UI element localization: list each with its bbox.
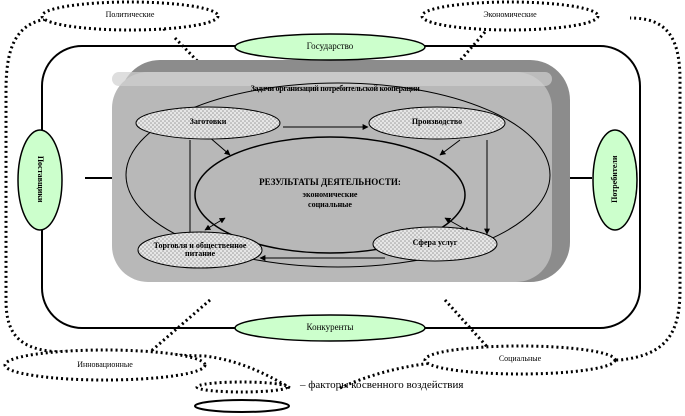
social-ellipse <box>423 344 617 376</box>
outer-dotted-loop <box>4 16 682 390</box>
procurement-label: Заготовки <box>189 117 227 126</box>
economic-label: Экономические <box>483 10 537 19</box>
legend-solid-ellipse <box>194 399 290 413</box>
political-label: Политические <box>105 10 155 19</box>
social-connector <box>443 298 492 352</box>
results-economic: экономические <box>302 190 358 199</box>
services-node <box>372 226 498 262</box>
tasks-title: Задачи организаций потребительской коопе… <box>250 84 420 93</box>
panel-highlight <box>112 72 552 86</box>
legend-text: – факторы косвенного воздействия <box>300 379 464 391</box>
competitors-ellipse <box>234 314 426 342</box>
innovation-connector <box>149 298 211 354</box>
consumers-ellipse <box>592 129 638 231</box>
results-ellipse <box>194 136 466 254</box>
suppliers-ellipse <box>17 129 63 231</box>
state-ellipse <box>234 33 426 61</box>
trade-label: Торговля и общественное питание <box>153 241 247 259</box>
economic-ellipse <box>420 0 600 32</box>
services-label: Сфера услуг <box>412 238 458 247</box>
trade-node <box>137 231 263 269</box>
legend-dotted-ellipse <box>195 380 289 394</box>
competitors-label: Конкуренты <box>306 322 354 332</box>
production-label: Производство <box>411 117 463 126</box>
results-title: РЕЗУЛЬТАТЫ ДЕЯТЕЛЬНОСТИ: <box>259 177 401 187</box>
social-label: Социальные <box>498 354 542 363</box>
production-node <box>368 106 506 140</box>
political-ellipse <box>40 0 220 32</box>
suppliers-label: Поставщики <box>36 155 46 203</box>
state-label: Государство <box>306 41 354 51</box>
tasks-outer-ellipse <box>125 82 551 268</box>
innovation-ellipse <box>3 348 207 382</box>
procurement-node <box>135 106 281 140</box>
results-social: социальные <box>308 200 352 209</box>
innovation-label: Инновационные <box>77 360 133 369</box>
consumers-label: Потребители <box>609 155 619 203</box>
